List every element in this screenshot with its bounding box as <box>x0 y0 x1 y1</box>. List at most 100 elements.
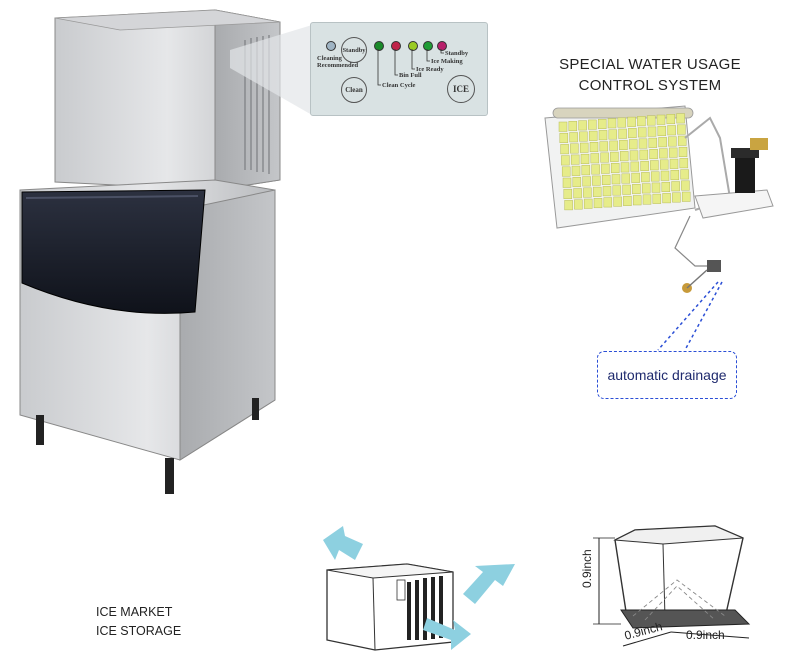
zoom-connector <box>230 25 312 115</box>
ice-grid-cell <box>599 141 609 152</box>
ice-use-text: ICE MARKET ICE STORAGE <box>96 603 196 641</box>
ice-grid-cell <box>592 175 601 186</box>
evaporator-assembly-illustration <box>544 105 774 293</box>
ice-grid-cell <box>648 137 658 148</box>
ice-grid-cell <box>583 198 593 209</box>
clean-button[interactable]: Clean <box>341 77 367 103</box>
ice-grid-cell <box>628 128 637 139</box>
ice-grid-cell <box>656 114 666 125</box>
ice-grid-cell <box>650 171 660 182</box>
standby-button-label: Standby <box>342 46 366 54</box>
ice-grid-cell <box>660 170 670 181</box>
ice-grid-cell <box>667 125 676 136</box>
water-system-title-line2: CONTROL SYSTEM <box>578 77 722 94</box>
ice-grid-cell <box>632 184 641 195</box>
ice-grid-cell <box>613 196 622 207</box>
ice-grid-cell <box>678 146 688 157</box>
ice-grid-cell <box>672 192 681 203</box>
ice-grid-cell <box>670 170 680 181</box>
ice-grid-cell <box>558 121 568 132</box>
ice-grid-cell <box>569 132 578 143</box>
ice-grid-cell <box>581 165 591 176</box>
ice-grid-cell <box>680 169 689 180</box>
air-in-arrow-icon <box>463 564 515 604</box>
ice-grid-cell <box>578 120 587 131</box>
cube-height-label: 0.9inch <box>580 549 594 588</box>
ice-grid-cell <box>646 115 656 126</box>
control-panel: Standby Clean ICE Cleaning Recommended C… <box>310 22 488 116</box>
ice-grid-cell <box>589 142 599 153</box>
ice-grid-cell <box>677 124 686 135</box>
ice-grid-cell <box>622 184 631 195</box>
ice-grid-cell <box>639 149 649 160</box>
ice-grid-cell <box>652 193 662 204</box>
ice-grid-cell <box>601 163 610 174</box>
standby-indicator-label: Standby <box>445 50 469 57</box>
ice-grid-cell <box>623 195 632 206</box>
standby-button[interactable]: Standby <box>341 37 367 63</box>
clean-cycle-label: Clean Cycle <box>382 82 416 89</box>
ice-grid-cell <box>641 183 651 194</box>
ice-grid-cell <box>676 113 685 124</box>
cleaning-led <box>326 41 336 51</box>
ice-market-label: ICE MARKET <box>96 605 173 619</box>
automatic-drainage-callout: automatic drainage <box>597 351 737 399</box>
ice-grid-cell <box>580 153 590 164</box>
ice-grid-cell <box>671 181 680 192</box>
cube-width-label: 0.9inch <box>686 628 725 642</box>
ice-grid-cell <box>573 188 582 199</box>
ice-making-led <box>423 41 433 51</box>
ice-grid-cell <box>650 160 659 171</box>
ice-grid-cell <box>620 162 630 173</box>
ice-grid-cell <box>598 130 608 141</box>
ice-grid-cell <box>564 200 573 211</box>
ice-machine-illustration <box>19 9 281 494</box>
ice-grid-cell <box>668 136 677 147</box>
ice-grid-cell <box>640 160 649 171</box>
cleaning-recommended-label: Cleaning Recommended <box>317 55 359 69</box>
bin-full-led <box>391 41 401 51</box>
ice-grid-cell <box>609 140 618 151</box>
water-system-title-line1: SPECIAL WATER USAGE <box>559 56 741 73</box>
ice-grid-cell <box>582 176 591 187</box>
ice-button[interactable]: ICE <box>447 75 475 103</box>
ice-grid-cell <box>659 159 669 170</box>
ice-grid-cell <box>579 142 589 153</box>
ice-grid-cell <box>559 132 569 143</box>
ice-button-label: ICE <box>452 84 469 94</box>
clean-cycle-led <box>374 41 384 51</box>
ice-grid <box>558 113 691 211</box>
ice-grid-cell <box>668 147 678 158</box>
ice-grid-cell <box>621 173 631 184</box>
ice-ready-label: Ice Ready <box>416 66 444 73</box>
ice-grid-cell <box>651 182 661 193</box>
callout-leader-lines <box>657 281 723 351</box>
ice-grid-cell <box>610 163 620 174</box>
ice-grid-cell <box>561 155 570 166</box>
ice-grid-cell <box>574 199 583 210</box>
ice-grid-cell <box>588 119 597 130</box>
ice-grid-cell <box>658 137 667 148</box>
ice-grid-cell <box>642 194 652 205</box>
ice-grid-cell <box>630 161 640 172</box>
ice-grid-cell <box>560 144 569 155</box>
ice-grid-cell <box>591 164 600 175</box>
ice-grid-cell <box>570 154 580 165</box>
ice-grid-cell <box>666 114 676 125</box>
ice-grid-cell <box>568 121 578 132</box>
airflow-unit-illustration <box>323 526 515 651</box>
ice-grid-cell <box>649 149 658 160</box>
ice-grid-cell <box>583 187 592 198</box>
ice-grid-cell <box>628 139 638 150</box>
ice-grid-cell <box>669 158 679 169</box>
ice-grid-cell <box>571 165 581 176</box>
ice-grid-cell <box>563 188 573 199</box>
ice-grid-cell <box>677 135 687 146</box>
ice-grid-cell <box>572 177 582 188</box>
ice-grid-cell <box>570 143 579 154</box>
ice-grid-cell <box>617 117 627 128</box>
water-system-title: SPECIAL WATER USAGE CONTROL SYSTEM <box>530 54 770 96</box>
ice-grid-cell <box>588 130 598 141</box>
ice-grid-cell <box>662 193 671 204</box>
ice-grid-cell <box>607 118 617 129</box>
